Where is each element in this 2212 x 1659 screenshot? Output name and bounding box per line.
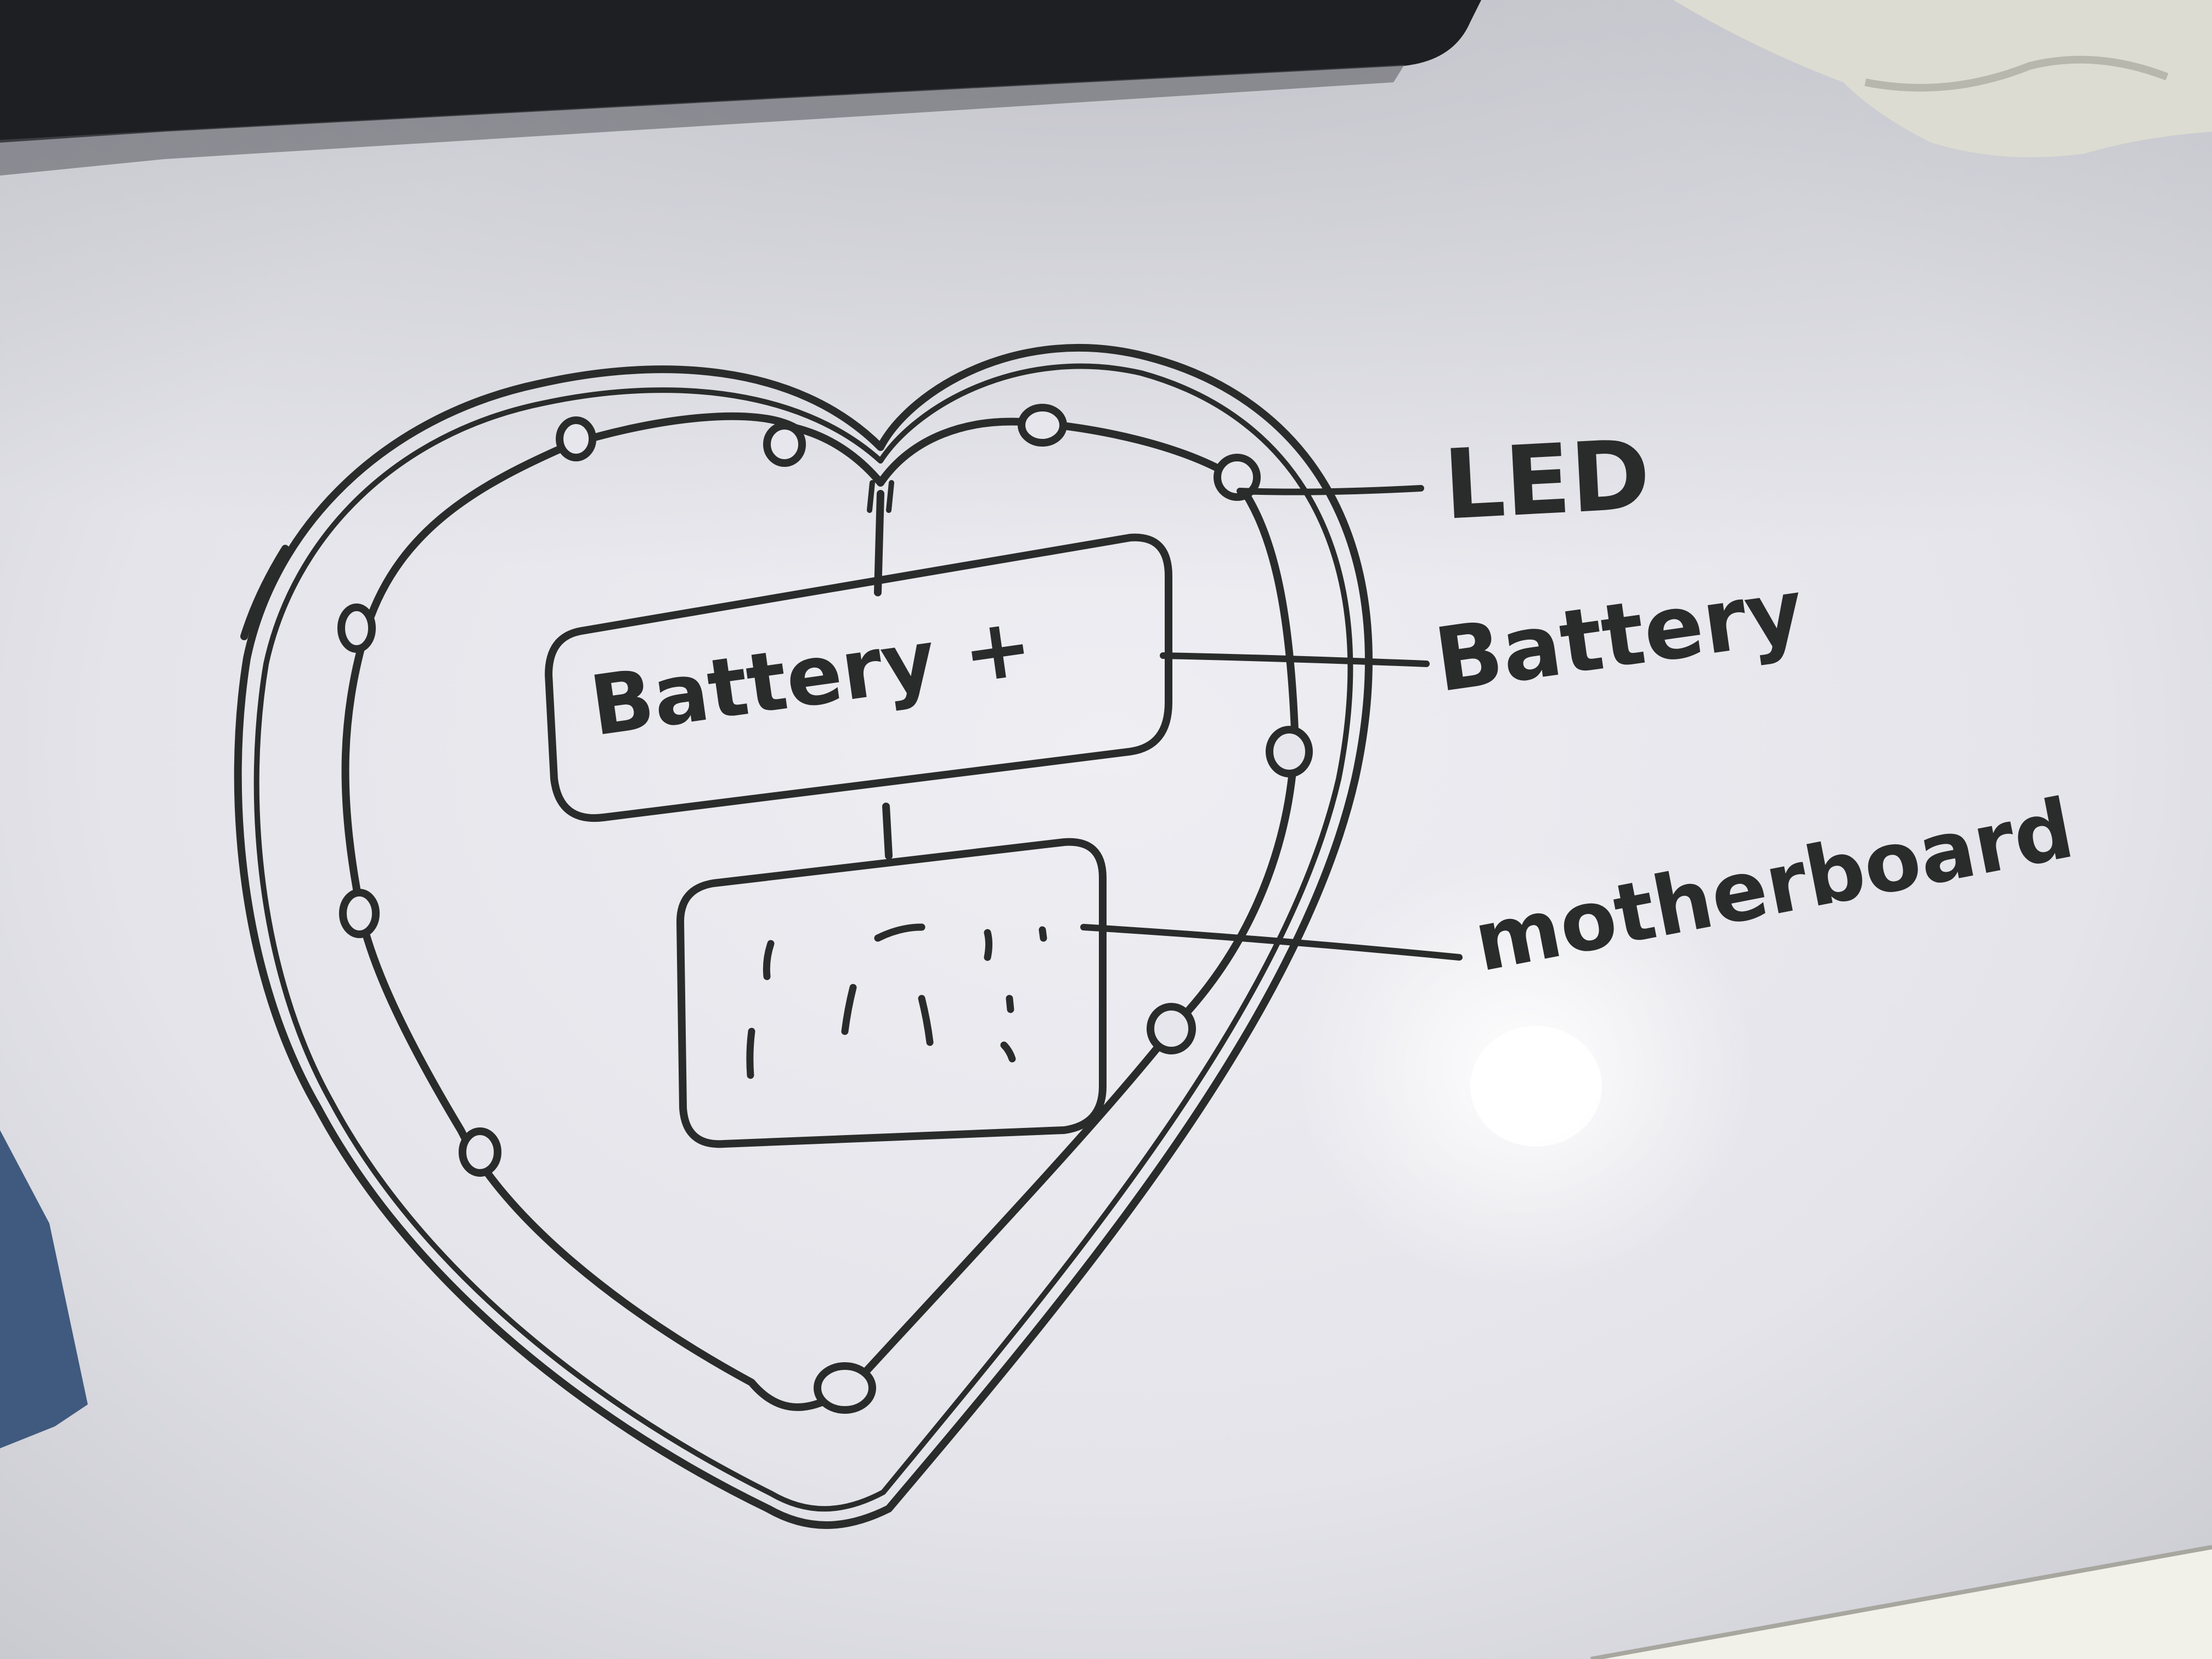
wire-tick-2	[886, 480, 894, 513]
wire-tick-1	[867, 480, 875, 513]
motherboard-box	[676, 838, 1107, 1148]
battery-bottom-wire	[882, 803, 893, 860]
led-leader-line	[1237, 485, 1424, 495]
light-glare-core	[1470, 1026, 1602, 1147]
keyboard-edge	[0, 0, 1481, 143]
led-label: LED	[1441, 420, 1653, 541]
led-node	[1147, 1003, 1196, 1054]
led-node	[814, 1362, 876, 1414]
led-node	[337, 603, 376, 653]
battery-top-wire	[874, 490, 884, 596]
outer-heart-outline	[234, 344, 1373, 1529]
blue-object	[0, 1130, 88, 1448]
battery-box	[545, 533, 1172, 822]
motherboard-leader-line	[1080, 924, 1463, 961]
outer-heart-tail	[240, 545, 289, 640]
led-node	[763, 422, 806, 467]
plastic-bag	[1673, 0, 2212, 157]
board-edge-line	[1590, 1545, 2212, 1659]
plastic-bag-fold	[1864, 55, 2169, 92]
led-node	[1214, 454, 1261, 501]
outer-heart-inner-line	[253, 363, 1353, 1512]
led-node	[339, 889, 380, 938]
motherboard-chip-marks	[746, 923, 1047, 1079]
circuit-drawing	[234, 344, 1463, 1529]
battery-leader-line	[1160, 652, 1430, 667]
led-node	[1018, 404, 1067, 447]
led-node	[556, 416, 596, 461]
led-node	[459, 1127, 501, 1177]
keyboard-shadow	[0, 65, 1404, 176]
led-node	[1266, 726, 1313, 777]
led-nodes	[337, 404, 1313, 1414]
led-wire-loop	[341, 412, 1299, 1411]
